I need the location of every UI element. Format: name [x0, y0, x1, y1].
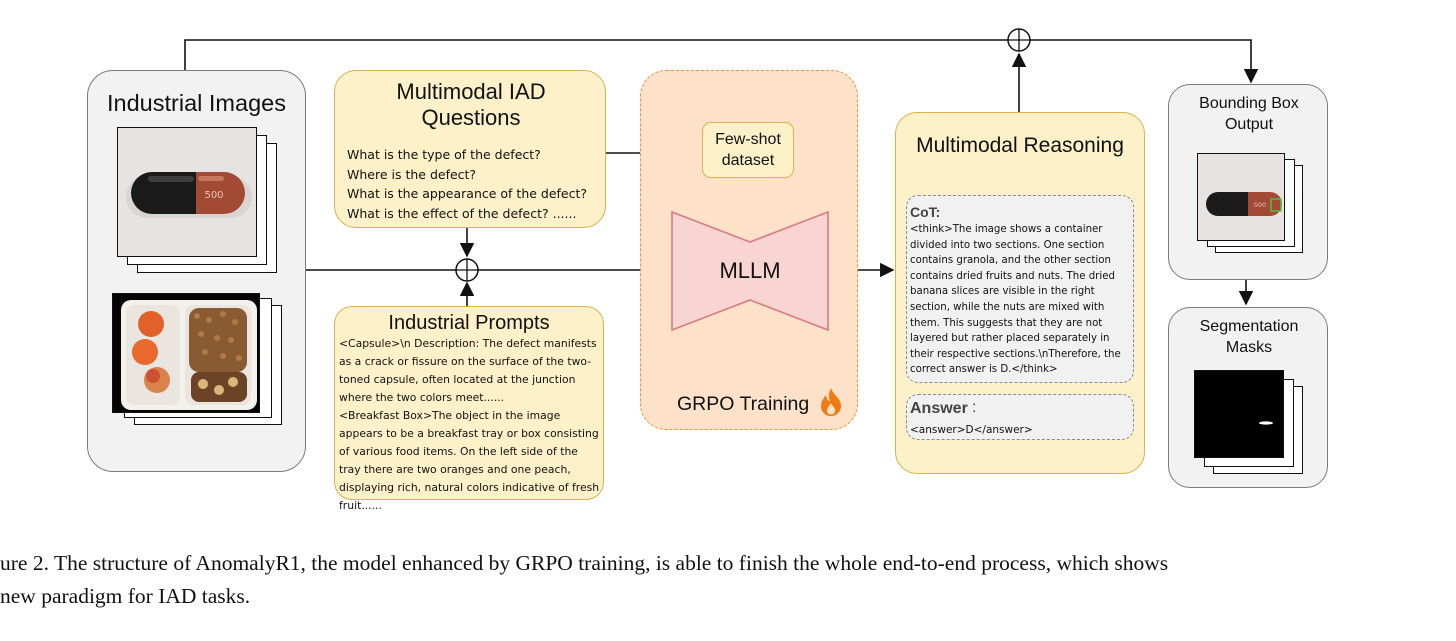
answer-text: <answer>D</answer>: [910, 424, 1033, 436]
question-item: What is the type of the defect?: [347, 147, 541, 162]
reasoning-panel: Multimodal Reasoning CoT: <think>The ima…: [895, 112, 1145, 474]
breakfast-box-image: [112, 293, 260, 413]
sum-node-top: [1007, 28, 1031, 52]
answer-label: Answer: [910, 400, 968, 417]
questions-list: What is the type of the defect? Where is…: [347, 145, 602, 223]
cot-panel: CoT: <think>The image shows a container …: [906, 195, 1134, 383]
prompts-title: Industrial Prompts: [388, 312, 550, 334]
bbox-output-title: Bounding Box Output: [1199, 95, 1299, 133]
answer-panel: Answer : <answer>D</answer>: [906, 394, 1134, 440]
figure-caption-line-1: ure 2. The structure of AnomalyR1, the m…: [0, 551, 1169, 575]
few-shot-dataset-box: Few-shot dataset: [702, 122, 794, 178]
grpo-training-label: GRPO Training: [677, 393, 810, 415]
answer-colon: :: [972, 399, 977, 416]
figure-caption-line-2: new paradigm for IAD tasks.: [0, 584, 251, 608]
question-item: Where is the defect?: [347, 166, 477, 182]
svg-text:500: 500: [1254, 201, 1266, 209]
mllm-block: [671, 211, 829, 331]
seg-masks-title: Segmentation Masks: [1199, 318, 1299, 356]
question-item: What is the appearance of the defect?: [347, 186, 588, 201]
seg-masks-panel: Segmentation Masks: [1168, 307, 1328, 488]
question-item: What is the effect of the defect? ......: [347, 205, 577, 221]
questions-title: Multimodal IAD Questions: [396, 79, 546, 130]
sum-node-middle: [455, 258, 479, 282]
segmentation-mask-image: [1194, 370, 1284, 458]
reasoning-title: Multimodal Reasoning: [916, 134, 1124, 157]
questions-panel: Multimodal IAD Questions What is the typ…: [334, 70, 606, 228]
top-loop-arrow: [184, 39, 1259, 84]
flame-icon: [821, 388, 841, 416]
capsule-image: 500: [117, 127, 257, 257]
prompts-text: <Capsule>\n Description: The defect mani…: [339, 337, 600, 512]
cot-text: <think>The image shows a container divid…: [910, 224, 1121, 376]
cot-label: CoT:: [910, 204, 941, 220]
industrial-images-panel: Industrial Images 500: [87, 70, 306, 472]
mllm-label: MLLM: [719, 258, 781, 283]
svg-text:500: 500: [204, 190, 223, 201]
bbox-capsule-image: 500: [1197, 153, 1285, 241]
bbox-output-panel: Bounding Box Output 500: [1168, 84, 1328, 280]
industrial-images-title: Industrial Images: [107, 90, 286, 116]
grpo-training-panel: Few-shot dataset MLLM GRPO Training: [640, 70, 858, 430]
prompts-panel: Industrial Prompts <Capsule>\n Descripti…: [334, 306, 604, 512]
